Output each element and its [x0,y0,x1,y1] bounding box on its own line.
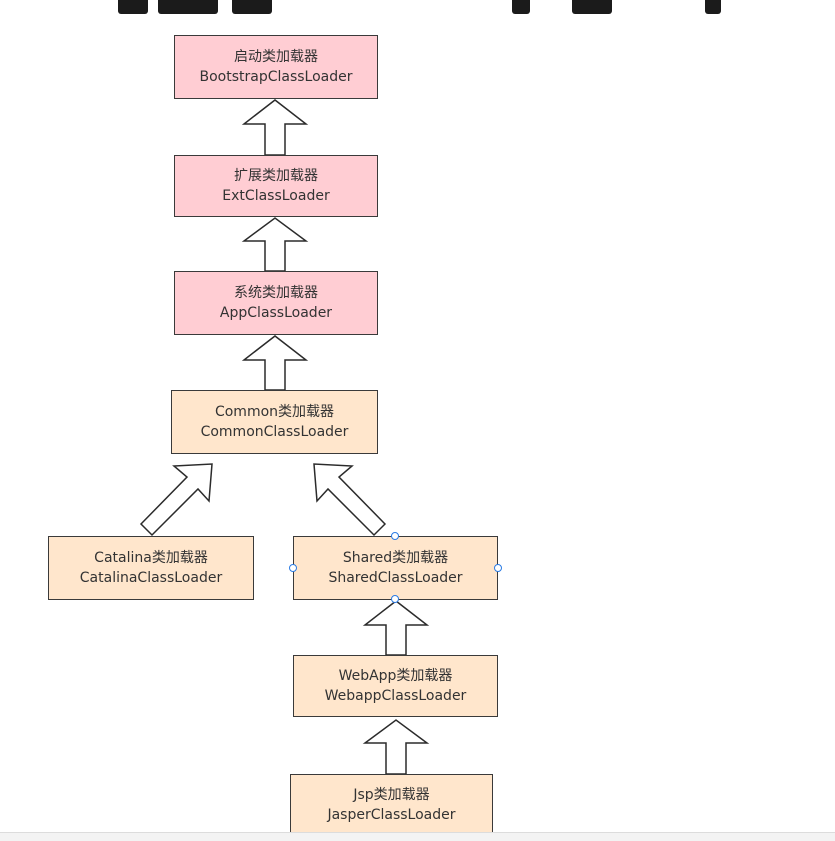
ext-title-cn: 扩展类加载器 [234,168,318,184]
webapp-classloader-box[interactable]: WebApp类加载器 WebappClassLoader [293,655,498,717]
app-title-cn: 系统类加载器 [234,285,318,301]
catalina-title-en: CatalinaClassLoader [79,570,223,586]
catalina-title-cn: Catalina类加载器 [94,550,208,566]
bootstrap-title-cn: 启动类加载器 [234,49,318,65]
common-classloader-box[interactable]: Common类加载器 CommonClassLoader [171,390,378,454]
arrow-app-to-ext [241,217,309,272]
arrow-common-to-app [241,335,309,391]
ext-title-en: ExtClassLoader [222,188,330,204]
webapp-title-en: WebappClassLoader [324,688,467,704]
common-title-en: CommonClassLoader [200,424,349,440]
selection-handle-right[interactable] [494,564,502,572]
webapp-title-cn: WebApp类加载器 [338,668,453,684]
bottom-divider [0,832,835,841]
shared-title-cn: Shared类加载器 [342,550,449,566]
app-classloader-box[interactable]: 系统类加载器 AppClassLoader [174,271,378,335]
app-title-en: AppClassLoader [219,305,333,321]
cropped-title-strip [0,0,835,14]
bootstrap-classloader-box[interactable]: 启动类加载器 BootstrapClassLoader [174,35,378,99]
selection-handle-top[interactable] [391,532,399,540]
shared-classloader-box[interactable]: Shared类加载器 SharedClassLoader [293,536,498,600]
arrow-shared-to-common [313,463,387,537]
bootstrap-title-en: BootstrapClassLoader [199,69,353,85]
arrow-catalina-to-common [139,463,213,537]
jsp-title-en: JasperClassLoader [327,807,456,823]
jsp-classloader-box[interactable]: Jsp类加载器 JasperClassLoader [290,774,493,836]
common-title-cn: Common类加载器 [214,404,335,420]
arrow-webapp-to-shared [362,600,430,656]
arrow-ext-to-bootstrap [241,99,309,156]
selection-handle-left[interactable] [289,564,297,572]
ext-classloader-box[interactable]: 扩展类加载器 ExtClassLoader [174,155,378,217]
arrow-jsp-to-webapp [362,719,430,775]
selection-handle-bottom[interactable] [391,595,399,603]
shared-title-en: SharedClassLoader [328,570,463,586]
jsp-title-cn: Jsp类加载器 [353,787,430,803]
catalina-classloader-box[interactable]: Catalina类加载器 CatalinaClassLoader [48,536,254,600]
